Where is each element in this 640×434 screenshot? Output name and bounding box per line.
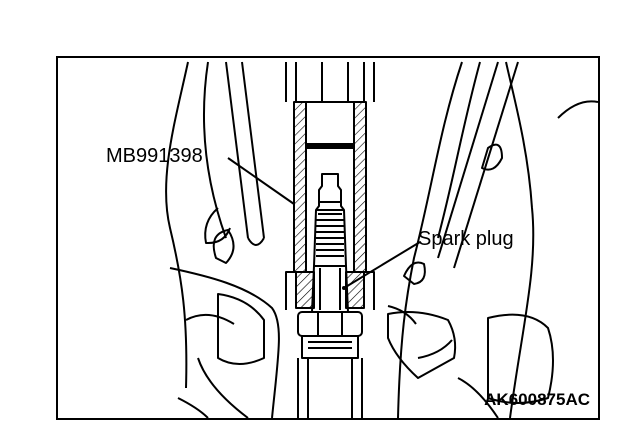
diagram-frame: MB991398 Spark plug AK600875AC — [56, 56, 600, 420]
reference-code: AK600875AC — [484, 390, 590, 409]
spark-plug — [297, 173, 363, 359]
right-engine-casting — [387, 61, 598, 418]
socket-bore — [285, 62, 375, 418]
leader-lines — [227, 157, 421, 289]
spark-plug-socket-tool — [285, 101, 375, 310]
tool-label: MB991398 — [106, 145, 203, 167]
spark-plug-label: Spark plug — [418, 228, 514, 250]
spark-plug-removal-illustration — [165, 61, 598, 418]
left-engine-casting — [165, 61, 280, 418]
